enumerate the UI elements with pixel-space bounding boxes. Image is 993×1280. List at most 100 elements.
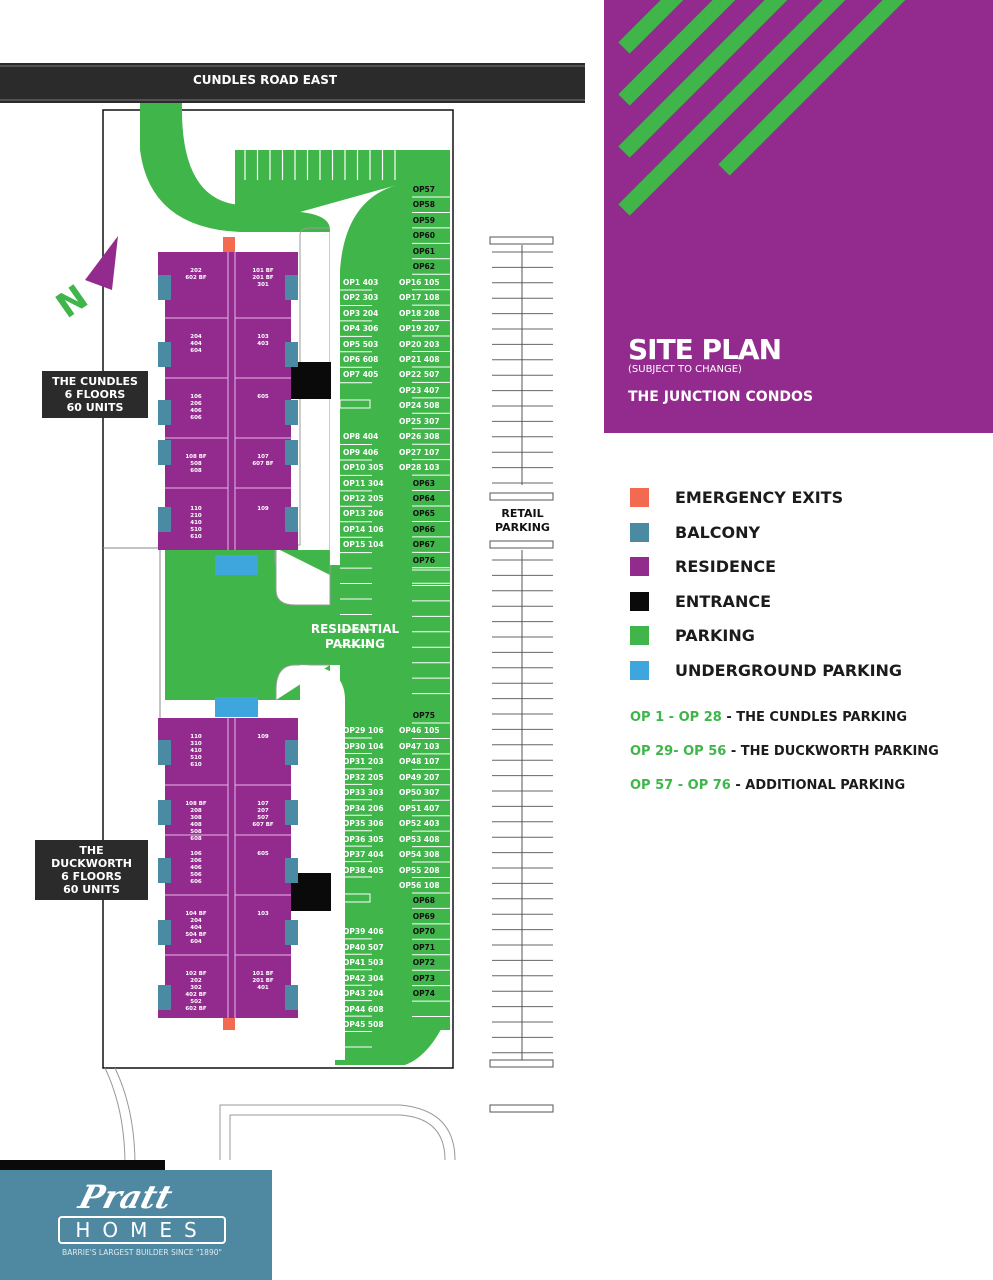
balcony bbox=[158, 740, 171, 765]
parking-space-label: OP11 304 bbox=[343, 478, 384, 488]
building-floors: 6 FLOORS bbox=[61, 870, 122, 883]
parking-space-label: OP57 bbox=[412, 185, 435, 194]
building-cundles bbox=[158, 237, 331, 575]
parking-space-label: OP34 206 bbox=[343, 803, 384, 813]
parking-space-label: OP26 308 bbox=[399, 432, 440, 442]
parking-range: OP 57 - OP 76 bbox=[630, 778, 731, 793]
underground-parking-entrance bbox=[215, 697, 258, 717]
entrance bbox=[291, 362, 331, 399]
legend-swatch bbox=[630, 591, 649, 611]
subtitle: (SUBJECT TO CHANGE) bbox=[628, 364, 742, 375]
parking-space-label: OP56 108 bbox=[399, 880, 440, 890]
unit-label: 605 bbox=[257, 851, 269, 857]
parking-space-label: OP68 bbox=[412, 896, 435, 906]
parking-space-label: OP8 404 bbox=[343, 432, 379, 442]
parking-space-label: OP24 508 bbox=[399, 401, 440, 411]
legend-item: BALCONY bbox=[630, 522, 760, 542]
title-panel: SITE PLAN (SUBJECT TO CHANGE) THE JUNCTI… bbox=[604, 0, 993, 433]
parking-space-label: OP33 303 bbox=[343, 788, 384, 798]
parking-space-label: OP75 bbox=[412, 711, 435, 720]
building-label-cundles: THE CUNDLES 6 FLOORS 60 UNITS bbox=[42, 371, 148, 418]
hatched-island bbox=[339, 893, 371, 903]
parking-legend-item: OP 57 - OP 76 - ADDITIONAL PARKING bbox=[630, 778, 905, 793]
parking-space-label: OP54 308 bbox=[399, 850, 440, 860]
balcony bbox=[285, 985, 298, 1010]
underground-parking-entrance bbox=[215, 555, 258, 575]
unit-label: 109 bbox=[257, 734, 269, 740]
parking-space-label: OP22 507 bbox=[399, 370, 440, 380]
legend-label: ENTRANCE bbox=[675, 591, 771, 611]
parking-space-label: OP35 306 bbox=[343, 819, 384, 829]
balcony bbox=[158, 400, 171, 425]
parking-space-label: OP5 503 bbox=[343, 339, 379, 349]
parking-space-label: OP36 305 bbox=[343, 834, 384, 844]
parking-space-label: OP18 208 bbox=[399, 308, 440, 318]
parking-space-label: OP17 108 bbox=[399, 293, 440, 303]
parking-space-label: OP70 bbox=[412, 927, 435, 937]
parking-space-label: OP2 303 bbox=[343, 293, 379, 303]
legend-item: EMERGENCY EXITS bbox=[630, 488, 843, 507]
retail-parking bbox=[489, 236, 554, 1113]
parking-space-label: OP50 307 bbox=[399, 788, 440, 798]
parking-space-label: OP46 105 bbox=[399, 726, 440, 736]
unit-label: 102 BF 202 302 402 BF 502 602 BF bbox=[185, 971, 207, 1012]
legend-swatch bbox=[630, 522, 649, 542]
logo-script: Pratt bbox=[74, 1178, 177, 1216]
hatched-island bbox=[339, 399, 371, 409]
project-name: THE JUNCTION CONDOS bbox=[628, 389, 814, 405]
balcony bbox=[285, 507, 298, 532]
stripe-decoration bbox=[618, 0, 906, 216]
parking-space-label: OP4 306 bbox=[343, 324, 379, 334]
parking-space-label: OP41 503 bbox=[343, 958, 384, 968]
parking-space-label: OP73 bbox=[412, 973, 435, 983]
parking-space-label: OP39 406 bbox=[343, 927, 384, 937]
unit-label: 202 602 BF bbox=[185, 268, 207, 281]
parking-space-label: OP49 207 bbox=[399, 772, 440, 782]
balcony bbox=[285, 342, 298, 367]
parking-space-label: OP13 206 bbox=[343, 509, 384, 519]
balcony bbox=[285, 440, 298, 465]
parking-space-label: OP20 203 bbox=[399, 339, 440, 349]
parking-space-label: OP30 104 bbox=[343, 741, 384, 751]
parking-space-label: OP58 bbox=[412, 200, 435, 210]
legend-item: ENTRANCE bbox=[630, 591, 771, 611]
parking-range-desc: - ADDITIONAL PARKING bbox=[735, 778, 906, 793]
parking-space-label: OP19 207 bbox=[399, 324, 440, 334]
parking-space-label: OP10 305 bbox=[343, 463, 384, 473]
unit-label: 101 BF 201 BF 301 bbox=[252, 268, 274, 288]
unit-label: 103 403 bbox=[257, 334, 269, 347]
parking-legend-item: OP 29- OP 56 - THE DUCKWORTH PARKING bbox=[630, 744, 939, 759]
parking-space-label: OP14 106 bbox=[343, 524, 384, 534]
parking-space-label: OP47 103 bbox=[399, 741, 440, 751]
parking-space-label: OP32 205 bbox=[343, 772, 384, 782]
unit-label: 605 bbox=[257, 394, 269, 400]
building-units: 60 UNITS bbox=[66, 401, 124, 414]
parking-space-label: OP31 203 bbox=[343, 757, 384, 767]
parking-space-label: OP61 bbox=[412, 246, 435, 256]
balcony bbox=[285, 275, 298, 300]
parking-space-label: OP3 204 bbox=[343, 308, 379, 318]
legend-swatch bbox=[630, 488, 649, 507]
parking-space-label: OP63 bbox=[412, 478, 435, 488]
unit-label: 108 BF 208 308 408 508 608 bbox=[185, 801, 207, 842]
parking-space-label: OP43 204 bbox=[343, 989, 384, 999]
building-units: 60 UNITS bbox=[63, 883, 120, 896]
parking-space-label: OP65 bbox=[412, 509, 435, 519]
balcony bbox=[158, 920, 171, 945]
parking-space-label: OP38 405 bbox=[343, 865, 384, 875]
legend-swatch bbox=[630, 557, 649, 576]
unit-label: 110 210 410 510 610 bbox=[190, 506, 202, 540]
parking-range: OP 29- OP 56 bbox=[630, 744, 727, 759]
legend-item: RESIDENCE bbox=[630, 557, 776, 576]
parking-legend-item: OP 1 - OP 28 - THE CUNDLES PARKING bbox=[630, 710, 907, 725]
parking-space-label: OP67 bbox=[412, 540, 435, 550]
balcony bbox=[158, 800, 171, 825]
legend-swatch bbox=[630, 626, 649, 645]
parking-space-label: OP28 103 bbox=[399, 463, 440, 473]
parking-space-label: OP15 104 bbox=[343, 540, 384, 550]
legend-item: UNDERGROUND PARKING bbox=[630, 660, 902, 680]
parking-space-label: OP42 304 bbox=[343, 973, 384, 983]
parking-space-label: OP59 bbox=[412, 215, 435, 225]
emergency-exit bbox=[223, 1018, 235, 1030]
parking-space-label: OP51 407 bbox=[399, 803, 440, 813]
